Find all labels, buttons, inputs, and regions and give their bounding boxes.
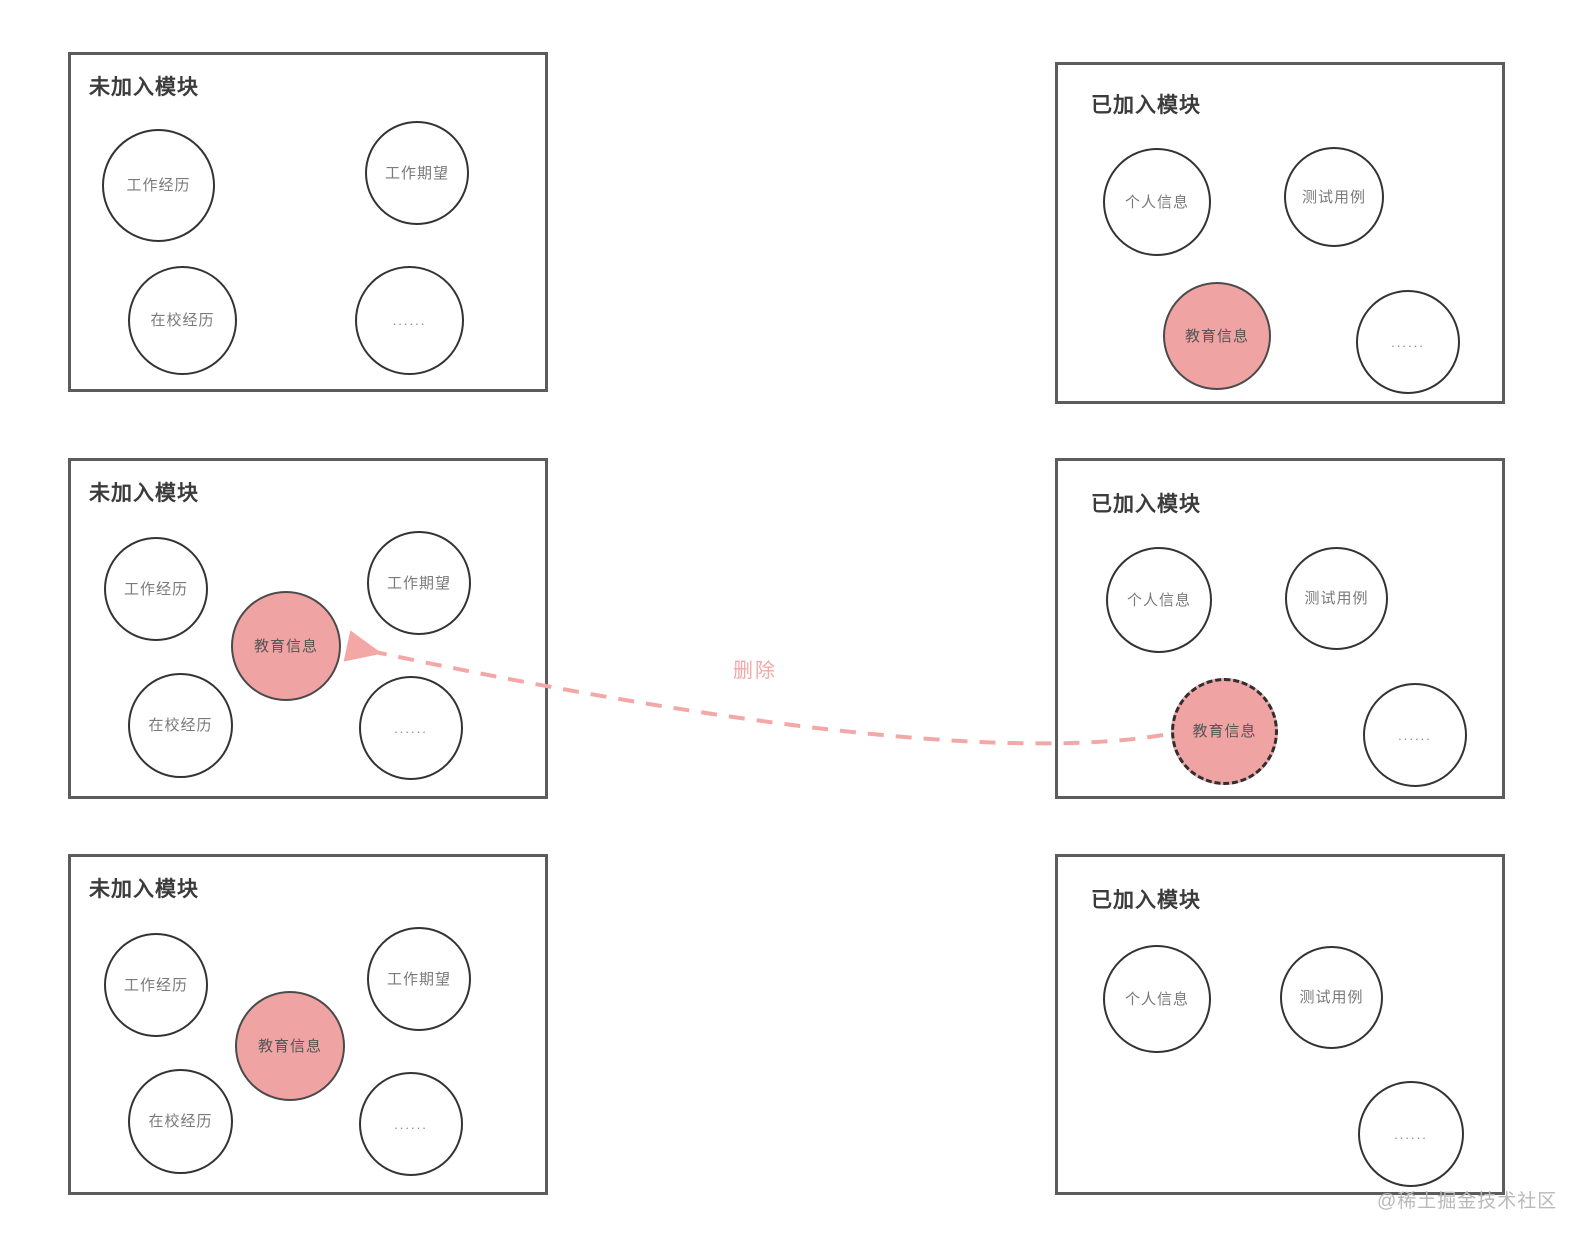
- node-work-experience[interactable]: 工作经历: [102, 129, 215, 242]
- node-work-experience[interactable]: 工作经历: [104, 537, 208, 641]
- node-label: 工作经历: [126, 177, 191, 194]
- panel-row3-joined: 已加入模块 个人信息 测试用例 ......: [1055, 854, 1505, 1195]
- node-more[interactable]: ......: [1363, 683, 1467, 787]
- node-education-info-dropped[interactable]: 教育信息: [231, 591, 341, 701]
- panel-row3-unjoined: 未加入模块 工作经历 工作期望 在校经历 ...... 教育信息: [68, 854, 548, 1195]
- node-personal-info[interactable]: 个人信息: [1106, 547, 1212, 653]
- node-more[interactable]: ......: [359, 676, 463, 780]
- node-school-experience[interactable]: 在校经历: [128, 1069, 233, 1174]
- watermark: @稀土掘金技术社区: [1377, 1191, 1558, 1212]
- node-label: ......: [1398, 727, 1432, 743]
- node-work-experience[interactable]: 工作经历: [104, 933, 208, 1037]
- node-label: 教育信息: [253, 637, 318, 655]
- panel-row2-joined: 已加入模块 个人信息 测试用例 教育信息 ......: [1055, 458, 1505, 799]
- node-label: 个人信息: [1124, 990, 1189, 1008]
- node-label: 工作期望: [386, 970, 451, 988]
- node-label: 教育信息: [1184, 327, 1249, 345]
- node-label: ......: [1394, 1126, 1428, 1142]
- node-label: 在校经历: [148, 717, 213, 734]
- node-label: ......: [1391, 334, 1425, 350]
- panel-row1-joined: 已加入模块 个人信息 测试用例 教育信息 ......: [1055, 62, 1505, 404]
- node-more[interactable]: ......: [359, 1072, 463, 1176]
- node-label: 个人信息: [1126, 591, 1191, 609]
- node-education-info[interactable]: 教育信息: [1163, 282, 1271, 390]
- node-work-expectation[interactable]: 工作期望: [367, 927, 471, 1031]
- node-label: 个人信息: [1124, 193, 1189, 211]
- panel-title: 未加入模块: [89, 878, 199, 901]
- node-label: 在校经历: [150, 312, 215, 329]
- panel-title: 未加入模块: [89, 76, 199, 99]
- delete-connector-label: 删除: [733, 660, 777, 682]
- node-label: ......: [392, 313, 427, 328]
- node-work-expectation[interactable]: 工作期望: [367, 531, 471, 635]
- panel-title: 已加入模块: [1091, 94, 1201, 117]
- node-test-case[interactable]: 测试用例: [1280, 946, 1383, 1049]
- node-label: 工作经历: [123, 580, 188, 598]
- node-label: ......: [394, 720, 428, 736]
- node-school-experience[interactable]: 在校经历: [128, 266, 237, 375]
- node-more[interactable]: ......: [1356, 290, 1460, 394]
- node-label: 工作经历: [123, 976, 188, 994]
- panel-row2-unjoined: 未加入模块 工作经历 工作期望 在校经历 ...... 教育信息: [68, 458, 548, 799]
- panel-row1-unjoined: 未加入模块 工作经历 工作期望 在校经历 ......: [68, 52, 548, 392]
- node-label: 教育信息: [1192, 723, 1257, 740]
- node-label: 教育信息: [257, 1037, 322, 1055]
- node-personal-info[interactable]: 个人信息: [1103, 945, 1211, 1053]
- node-label: 在校经历: [148, 1113, 213, 1130]
- node-test-case[interactable]: 测试用例: [1285, 547, 1388, 650]
- node-label: 测试用例: [1299, 989, 1364, 1006]
- node-education-info-dragging[interactable]: 教育信息: [1171, 678, 1278, 785]
- panel-title: 未加入模块: [89, 482, 199, 505]
- node-school-experience[interactable]: 在校经历: [128, 673, 233, 778]
- node-personal-info[interactable]: 个人信息: [1103, 148, 1211, 256]
- node-label: 工作期望: [384, 164, 449, 182]
- node-work-expectation[interactable]: 工作期望: [365, 121, 469, 225]
- node-more[interactable]: ......: [355, 266, 464, 375]
- node-test-case[interactable]: 测试用例: [1284, 147, 1384, 247]
- node-education-info-moved[interactable]: 教育信息: [235, 991, 345, 1101]
- panel-title: 已加入模块: [1091, 493, 1201, 516]
- node-label: ......: [394, 1116, 428, 1132]
- node-label: 工作期望: [386, 574, 451, 592]
- panel-title: 已加入模块: [1091, 889, 1201, 912]
- node-label: 测试用例: [1301, 188, 1366, 206]
- node-more[interactable]: ......: [1358, 1081, 1464, 1187]
- node-label: 测试用例: [1304, 590, 1369, 607]
